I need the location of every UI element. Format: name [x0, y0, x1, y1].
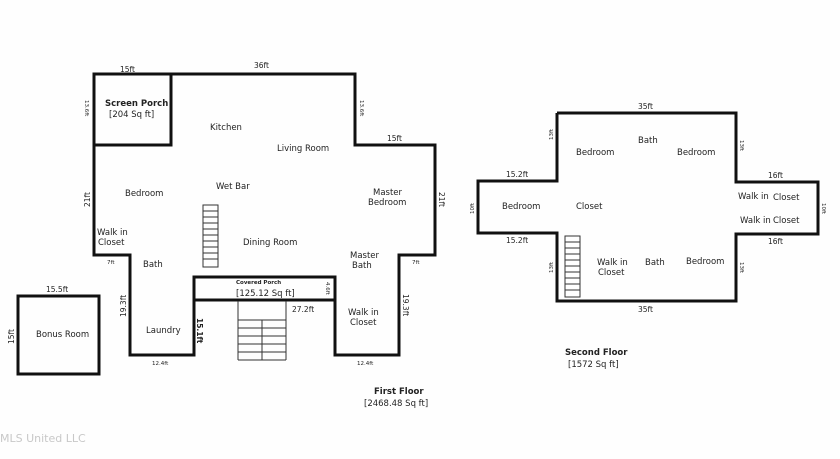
walk-in-closet-label-1: Walk in	[97, 228, 128, 238]
dim-2f-top: 35ft	[638, 102, 653, 111]
dim-screen-porch-side: 13.6ft	[83, 100, 89, 117]
living-room-label: Living Room	[277, 144, 329, 154]
dim-2f-right-lower-width: 16ft	[768, 237, 783, 246]
dim-2f-left-upper-width: 15.2ft	[506, 170, 528, 179]
dim-right-21: 21ft	[437, 192, 446, 207]
dim-2f-right-upper: 13ft	[738, 140, 744, 152]
walk-in-label-2: Walk in	[740, 216, 771, 226]
laundry-label: Laundry	[146, 326, 181, 336]
dim-porch-width: 27.2ft	[292, 305, 314, 314]
bedroom-top-left-label: Bedroom	[576, 148, 614, 158]
first-floor-outline	[92, 72, 437, 357]
dim-right-7: 7ft	[412, 260, 420, 266]
master-bath-label-2: Bath	[352, 261, 372, 271]
dim-top: 36ft	[254, 61, 269, 70]
screen-porch-area: [204 Sq ft]	[109, 110, 154, 120]
bonus-room-walls	[16, 294, 101, 376]
master-bedroom-label-2: Bedroom	[368, 198, 406, 208]
dim-2f-left-lower: 13ft	[549, 261, 555, 273]
bedroom-bottom-label: Bedroom	[686, 257, 724, 267]
dim-bottom-left: 12.4ft	[152, 361, 169, 367]
dim-left-21: 21ft	[83, 192, 92, 207]
first-floor-area: [2468.48 Sq ft]	[364, 399, 428, 409]
interior-stairs	[202, 204, 219, 268]
dim-porch-depth: 4.6ft	[324, 282, 330, 296]
dim-2f-right-lower: 13ft	[738, 262, 744, 274]
walk-in-bottom-label-1: Walk in	[597, 258, 628, 268]
dim-2f-bottom: 35ft	[638, 305, 653, 314]
bath-bottom-label: Bath	[645, 258, 665, 268]
second-floor-title: Second Floor	[565, 348, 628, 358]
bedroom-top-right-label: Bedroom	[677, 148, 715, 158]
dim-left-19: 19.3ft	[119, 295, 128, 317]
bath-label: Bath	[143, 260, 163, 270]
dim-right-step: 15ft	[387, 134, 402, 143]
covered-porch-area: [125.12 Sq ft]	[236, 289, 295, 299]
dim-left-7: 7ft	[107, 260, 115, 266]
dim-bottom-right: 12.4ft	[357, 361, 374, 367]
dining-room-label: Dining Room	[243, 238, 297, 248]
walk-in-bottom-label-2: Closet	[598, 268, 625, 278]
bonus-room-label: Bonus Room	[36, 330, 89, 340]
walk-in-closet-label-2: Closet	[98, 238, 125, 248]
master-bedroom-label-1: Master	[373, 188, 403, 198]
kitchen-label: Kitchen	[210, 123, 242, 133]
dim-top-left: 15ft	[120, 65, 135, 74]
first-floor-title: First Floor	[374, 387, 424, 397]
watermark: MLS United LLC	[0, 432, 86, 445]
master-bath-label-1: Master	[350, 251, 380, 261]
second-floor-outline	[476, 111, 820, 303]
closet-label-1: Closet	[773, 193, 800, 203]
screen-porch-walls	[92, 72, 173, 147]
dim-inner-15: 15.1ft	[195, 318, 204, 344]
dim-bonus-height: 15ft	[7, 329, 16, 344]
second-floor-stairs	[564, 235, 581, 298]
dim-2f-left-lower-width: 15.2ft	[506, 236, 528, 245]
closet-label: Closet	[576, 202, 603, 212]
front-stairs	[237, 301, 287, 361]
wet-bar-label: Wet Bar	[216, 182, 250, 192]
dim-right-upper: 13.6ft	[358, 100, 364, 117]
dim-bonus-width: 15.5ft	[46, 285, 68, 294]
dim-right-19: 19.3ft	[401, 294, 410, 316]
bedroom-label: Bedroom	[125, 189, 163, 199]
closet-label-2: Closet	[773, 216, 800, 226]
dim-2f-left-height: 10ft	[470, 202, 476, 214]
dim-2f-right-height: 10ft	[820, 203, 826, 215]
walk-in-closet-right-label-1: Walk in	[348, 308, 379, 318]
walk-in-closet-right-label-2: Closet	[350, 318, 377, 328]
walk-in-label-1: Walk in	[738, 192, 769, 202]
bedroom-left-label: Bedroom	[502, 202, 540, 212]
covered-porch-label: Covered Porch	[236, 280, 281, 286]
second-floor-area: [1572 Sq ft]	[568, 360, 619, 370]
bath-top-label: Bath	[638, 136, 658, 146]
screen-porch-label: Screen Porch	[105, 99, 168, 109]
dim-2f-right-upper-width: 16ft	[768, 171, 783, 180]
dim-2f-left-upper: 13ft	[549, 128, 555, 140]
